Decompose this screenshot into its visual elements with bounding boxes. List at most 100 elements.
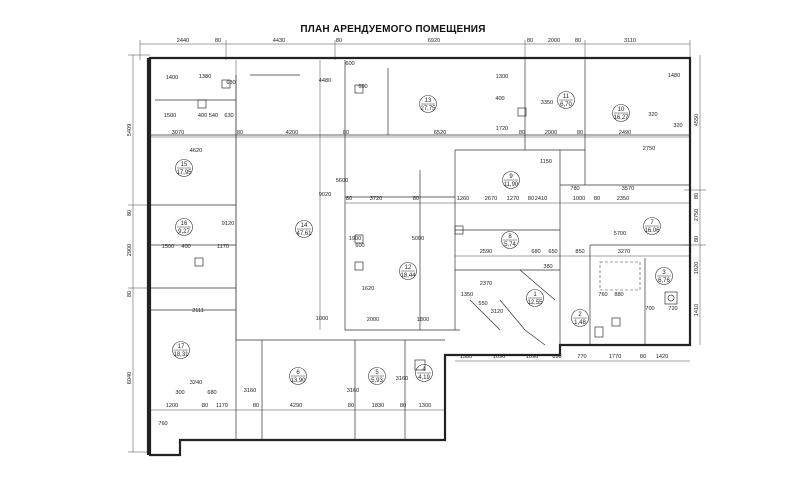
room-number: 7 [650,220,654,226]
dimension-label: 80 [237,130,243,136]
dimension-label: 1260 [457,196,469,202]
dimension-label: 80 [527,38,533,44]
dimension-label: 3120 [491,309,503,315]
outer-walls [146,56,692,457]
room-area: 5,74 [504,242,516,248]
dimension-label: 80 [694,193,700,199]
dimension-label: 2000 [545,130,557,136]
dimension-label: 550 [478,301,487,307]
dimension-label: 5600 [336,178,348,184]
dimension-label: 1400 [166,75,178,81]
dimension-label: 1096 [493,354,505,360]
room-number: 15 [181,162,188,168]
room-number: 3 [662,270,666,276]
room-marker [172,341,190,359]
room-area: 9,27 [178,229,190,235]
interior-walls [150,60,690,440]
room-area: 13,90 [290,378,306,384]
room-number: 13 [425,98,432,104]
room-area: 11,90 [504,182,519,188]
room-marker [655,267,673,285]
room-number: 9 [509,174,513,180]
dimension-label: 850 [575,249,584,255]
dimension-label: 2900 [127,244,133,256]
dimension-label: 380 [543,264,552,270]
room-marker [501,231,519,249]
dimension-label: 780 [570,186,579,192]
room-number: 1 [533,292,537,298]
room-marker [289,367,307,385]
dimension-label: 4620 [190,148,202,154]
room-area: 17,95 [176,170,192,176]
dimension-label: 630 [224,113,233,119]
dimension-label: 80 [594,196,600,202]
room-area: 4,19 [418,375,430,381]
room-area: 16,06 [644,228,660,234]
room-area: 5,93 [371,378,383,384]
room-number: 14 [301,223,308,229]
dimension-label: 3720 [370,196,382,202]
dimension-label: 760 [598,292,607,298]
dimension-label: 80 [346,196,352,202]
dimension-label: 1096 [526,354,538,360]
dimension-label: 2490 [619,130,631,136]
dimension-label: 80 [127,291,133,297]
dimension-label: 650 [548,249,557,255]
dimension-label: 1420 [656,354,668,360]
room-marker [571,309,589,327]
dimension-label: 1300 [496,74,508,80]
dimension-label: 80 [575,38,581,44]
dimension-label: 680 [531,249,540,255]
dimension-label: 4200 [286,130,298,136]
dimension-label: 2590 [480,249,492,255]
dimension-label: 3110 [624,38,636,44]
dimension-label: 1000 [573,196,585,202]
dimension-label: 3070 [172,130,184,136]
dimension-label: 1150 [540,159,552,165]
room-marker [612,104,630,122]
dimension-label: 2350 [617,196,629,202]
dimension-label: 1200 [166,403,178,409]
dimension-label: 4480 [319,78,331,84]
dimension-label: 3160 [347,388,359,394]
room-marker [419,95,437,113]
dimension-label: 2111 [192,308,204,314]
dimension-label: 1170 [216,403,228,409]
dimension-label: 2000 [548,38,560,44]
dimension-label: 760 [158,421,167,427]
dimension-label: 9020 [319,192,331,198]
room-marker [526,289,544,307]
room-area: 27,75 [420,106,436,112]
dimension-label: 1270 [507,196,519,202]
dimension-label: 80 [336,38,342,44]
room-number: 11 [563,94,570,100]
dimension-label: 600 [355,243,364,249]
dimension-label: 400 [181,244,190,250]
dimension-label: 1380 [460,354,472,360]
dimension-label: 80 [413,196,419,202]
room-area: 6,70 [560,102,572,108]
dimension-label: 1300 [419,403,431,409]
dimension-label: 80 [577,130,583,136]
dimension-label: 80 [343,130,349,136]
dimension-label: 700 [645,306,654,312]
dimension-label: 1620 [362,286,374,292]
room-labels: 1016,27116,701327,75911,90716,0685,74144… [172,91,673,385]
dimension-label: 80 [348,403,354,409]
dimension-label: 320 [673,123,682,129]
room-marker [502,171,520,189]
room-marker [368,367,386,385]
dimension-label: 3270 [618,249,630,255]
dimension-label: 2410 [535,196,547,202]
dimension-label: 9120 [222,221,234,227]
dimension-label: 2750 [694,209,700,221]
dimension-label: 1830 [372,403,384,409]
dimension-label: 400 [495,96,504,102]
room-area: 18,44 [400,273,416,279]
dimension-label: 1410 [694,304,700,316]
room-number: 17 [178,344,185,350]
dimension-label: 80 [528,196,534,202]
